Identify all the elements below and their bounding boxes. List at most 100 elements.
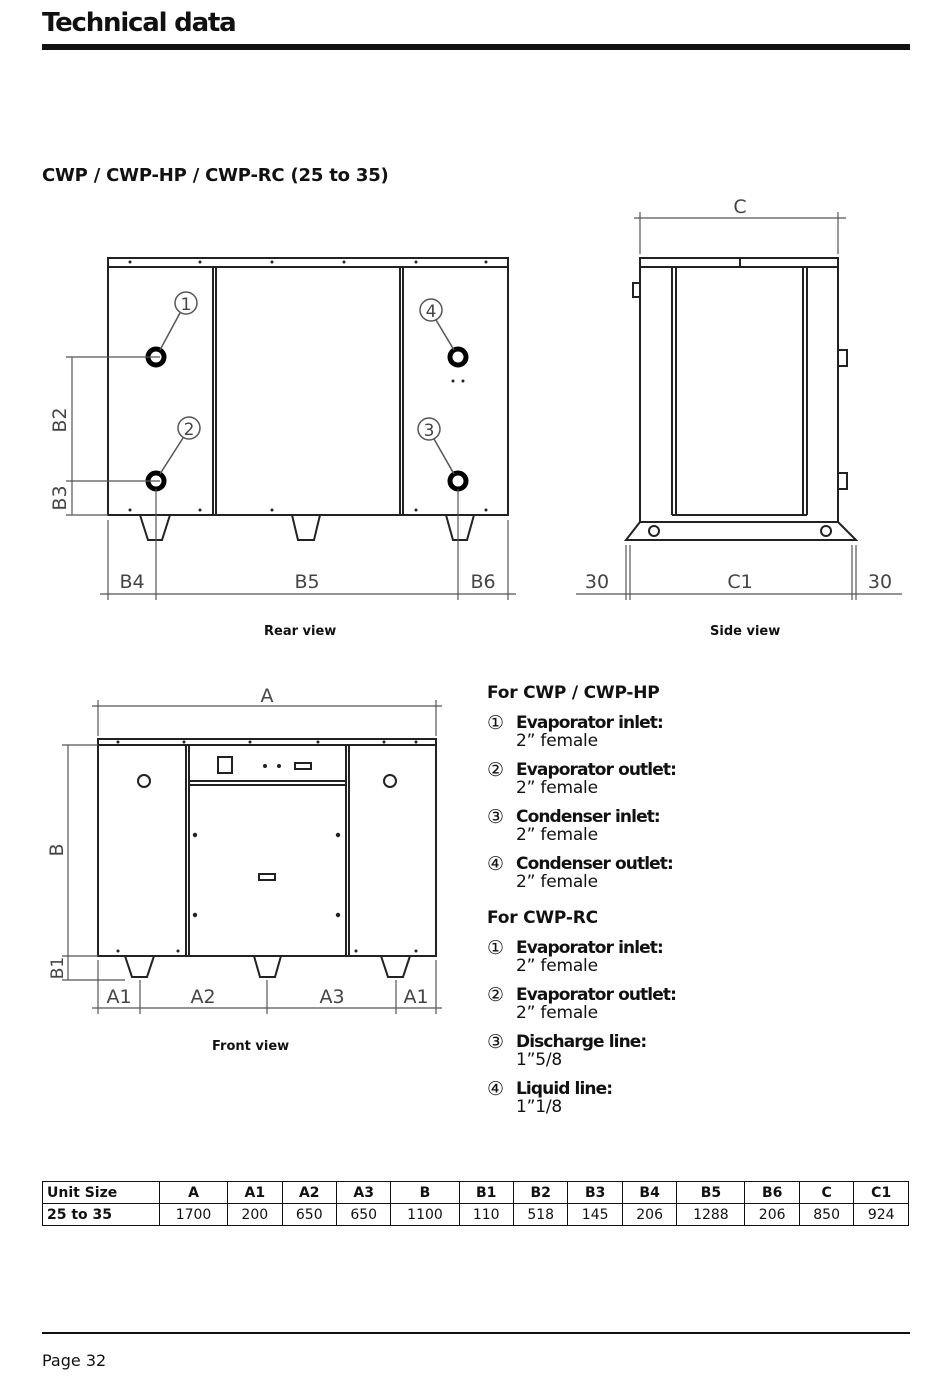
legend-value: 1”1/8 xyxy=(516,1097,562,1117)
legend-cwp-hp: For CWP / CWP-HP ① Evaporator inlet: 2” … xyxy=(487,683,927,903)
legend-number: ① xyxy=(487,712,505,734)
legend-number: ② xyxy=(487,759,505,781)
table-cell: 650 xyxy=(335,1203,392,1226)
legend-value: 2” female xyxy=(516,956,598,976)
dim-30-left: 30 xyxy=(585,571,609,593)
callout-3: 3 xyxy=(424,421,435,441)
table-header-cell: B4 xyxy=(621,1181,678,1204)
legend-item: ③ Condenser inlet: 2” female xyxy=(487,807,907,853)
dim-a2: A2 xyxy=(190,986,215,1008)
legend-item: ① Evaporator inlet: 2” female xyxy=(487,938,907,984)
table-cell: 924 xyxy=(853,1203,909,1226)
legend-label: Evaporator inlet: xyxy=(516,938,664,958)
legend-label: Discharge line: xyxy=(516,1032,647,1052)
legend-item: ④ Liquid line: 1”1/8 xyxy=(487,1079,907,1125)
legend-item: ② Evaporator outlet: 2” female xyxy=(487,985,907,1031)
table-cell: 1288 xyxy=(676,1203,746,1226)
table-header-cell: B5 xyxy=(676,1181,746,1204)
legend-label: Evaporator inlet: xyxy=(516,713,664,733)
table-header-cell: A xyxy=(158,1181,229,1204)
legend-value: 1”5/8 xyxy=(516,1050,562,1070)
dim-a: A xyxy=(261,685,274,707)
table-header-cell: B xyxy=(390,1181,460,1204)
dimensions-table: Unit Size A A1 A2 A3 B B1 B2 B3 B4 B5 B6… xyxy=(42,1181,909,1226)
table-header-cell: C xyxy=(798,1181,855,1204)
callout-1: 1 xyxy=(181,295,192,315)
front-view-caption: Front view xyxy=(212,1039,290,1054)
dim-30-right: 30 xyxy=(868,571,892,593)
table-header-cell: C1 xyxy=(853,1181,909,1204)
table-header-cell: B2 xyxy=(512,1181,569,1204)
table-header-cell: A1 xyxy=(227,1181,283,1204)
rear-view-caption: Rear view xyxy=(264,624,337,639)
table-cell: 518 xyxy=(512,1203,569,1226)
legend-value: 2” female xyxy=(516,731,598,751)
side-view-drawing: C 30 C1 30 xyxy=(576,196,902,600)
legend-number: ③ xyxy=(487,1031,505,1053)
table-cell: 1100 xyxy=(390,1203,460,1226)
dim-a3: A3 xyxy=(319,986,344,1008)
legend-item: ① Evaporator inlet: 2” female xyxy=(487,713,907,759)
table-header-cell: Unit Size xyxy=(42,1181,160,1204)
legend-label: Evaporator outlet: xyxy=(516,985,677,1005)
dim-c: C xyxy=(733,196,746,218)
table-header-cell: B1 xyxy=(458,1181,514,1204)
footer-rule xyxy=(42,1332,910,1334)
table-cell: 145 xyxy=(567,1203,623,1226)
model-heading: CWP / CWP-HP / CWP-RC (25 to 35) xyxy=(42,165,389,186)
table-cell: 650 xyxy=(281,1203,337,1226)
dim-b3: B3 xyxy=(49,485,71,510)
dim-a1-right: A1 xyxy=(403,986,428,1008)
table-cell: 206 xyxy=(621,1203,678,1226)
legend-value: 2” female xyxy=(516,872,598,892)
table-header-cell: B3 xyxy=(567,1181,623,1204)
dim-a1-left: A1 xyxy=(106,986,131,1008)
legend-item: ④ Condenser outlet: 2” female xyxy=(487,854,907,900)
legend-number: ④ xyxy=(487,1078,505,1100)
table-cell: 206 xyxy=(744,1203,800,1226)
legend-value: 2” female xyxy=(516,778,598,798)
table-cell: 1700 xyxy=(158,1203,229,1226)
legend-number: ② xyxy=(487,984,505,1006)
condenser-outlet-connection xyxy=(447,346,469,368)
table-cell: 110 xyxy=(458,1203,514,1226)
legend-item: ③ Discharge line: 1”5/8 xyxy=(487,1032,907,1078)
side-view-caption: Side view xyxy=(710,624,781,639)
page-title: Technical data xyxy=(42,8,237,38)
table-row: 25 to 35 1700 200 650 650 1100 110 518 1… xyxy=(42,1203,909,1226)
legend-cwp-rc: For CWP-RC ① Evaporator inlet: 2” female… xyxy=(487,908,927,1128)
callout-2: 2 xyxy=(184,420,195,440)
dim-b2: B2 xyxy=(49,407,71,432)
table-header-cell: A2 xyxy=(281,1181,337,1204)
legend-heading-cwp-rc: For CWP-RC xyxy=(487,908,598,928)
dim-b6: B6 xyxy=(470,571,495,593)
dim-c1: C1 xyxy=(727,571,752,593)
table-header-cell: A3 xyxy=(335,1181,392,1204)
title-rule xyxy=(42,44,910,50)
dim-b4: B4 xyxy=(119,571,144,593)
table-cell: 25 to 35 xyxy=(42,1203,160,1226)
legend-label: Condenser outlet: xyxy=(516,854,674,874)
table-header-row: Unit Size A A1 A2 A3 B B1 B2 B3 B4 B5 B6… xyxy=(42,1181,909,1204)
rear-view-drawing: 1 2 4 3 B2 B3 B4 B5 B6 xyxy=(49,257,516,600)
table-cell: 200 xyxy=(227,1203,283,1226)
dim-b5: B5 xyxy=(294,571,319,593)
table-cell: 850 xyxy=(798,1203,855,1226)
legend-item: ② Evaporator outlet: 2” female xyxy=(487,760,907,806)
legend-label: Liquid line: xyxy=(516,1079,613,1099)
dim-b: B xyxy=(46,843,68,856)
legend-label: Evaporator outlet: xyxy=(516,760,677,780)
legend-number: ③ xyxy=(487,806,505,828)
legend-number: ④ xyxy=(487,853,505,875)
legend-label: Condenser inlet: xyxy=(516,807,661,827)
legend-value: 2” female xyxy=(516,1003,598,1023)
legend-heading-cwp-hp: For CWP / CWP-HP xyxy=(487,683,660,703)
table-header-cell: B6 xyxy=(744,1181,800,1204)
condenser-inlet-connection xyxy=(447,470,469,492)
page-number: Page 32 xyxy=(42,1351,107,1370)
legend-value: 2” female xyxy=(516,825,598,845)
dim-b1: B1 xyxy=(48,957,68,979)
callout-4: 4 xyxy=(426,302,437,322)
legend-number: ① xyxy=(487,937,505,959)
front-view-drawing: A B B1 A1 A2 A3 A1 xyxy=(46,685,442,1014)
